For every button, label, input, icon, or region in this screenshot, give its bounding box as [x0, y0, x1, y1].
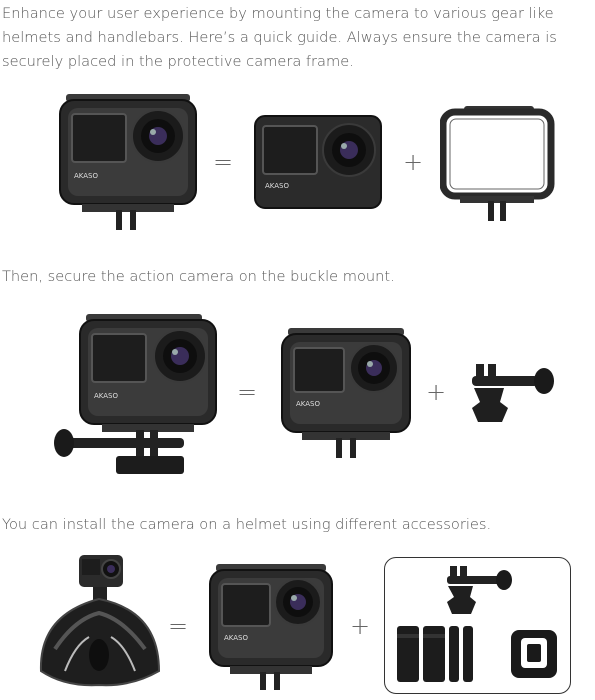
equals-sign: = — [237, 378, 258, 406]
helmet-with-camera-illustration — [35, 553, 165, 693]
buckle-mount-illustration — [445, 564, 513, 616]
helmet-strap-illustration — [395, 624, 479, 684]
brand-label: AKASO — [265, 182, 289, 190]
buckle-mount-illustration — [470, 362, 556, 426]
brand-label: AKASO — [224, 634, 248, 642]
plus-sign: + — [350, 612, 371, 640]
brand-label: AKASO — [74, 172, 98, 180]
accessories-panel — [384, 557, 571, 694]
camera-in-frame-illustration: AKASO — [280, 326, 412, 458]
plus-sign: + — [403, 148, 424, 176]
camera-illustration: AKASO — [253, 114, 383, 210]
curved-adhesive-mount-illustration — [509, 628, 559, 680]
camera-in-frame-illustration: AKASO — [208, 562, 334, 690]
protective-frame-illustration — [440, 104, 555, 222]
equals-sign: = — [168, 612, 189, 640]
plus-sign: + — [426, 378, 447, 406]
camera-in-frame-illustration: AKASO — [58, 92, 198, 232]
camera-on-buckle-illustration: AKASO — [52, 312, 222, 474]
brand-label: AKASO — [94, 392, 118, 400]
intro-paragraph: Enhance your user experience by mounting… — [2, 5, 557, 70]
helmet-paragraph: You can install the camera on a helmet u… — [2, 516, 492, 533]
brand-label: AKASO — [296, 400, 320, 408]
equals-sign: = — [213, 148, 234, 176]
buckle-paragraph: Then, secure the action camera on the bu… — [2, 268, 395, 285]
